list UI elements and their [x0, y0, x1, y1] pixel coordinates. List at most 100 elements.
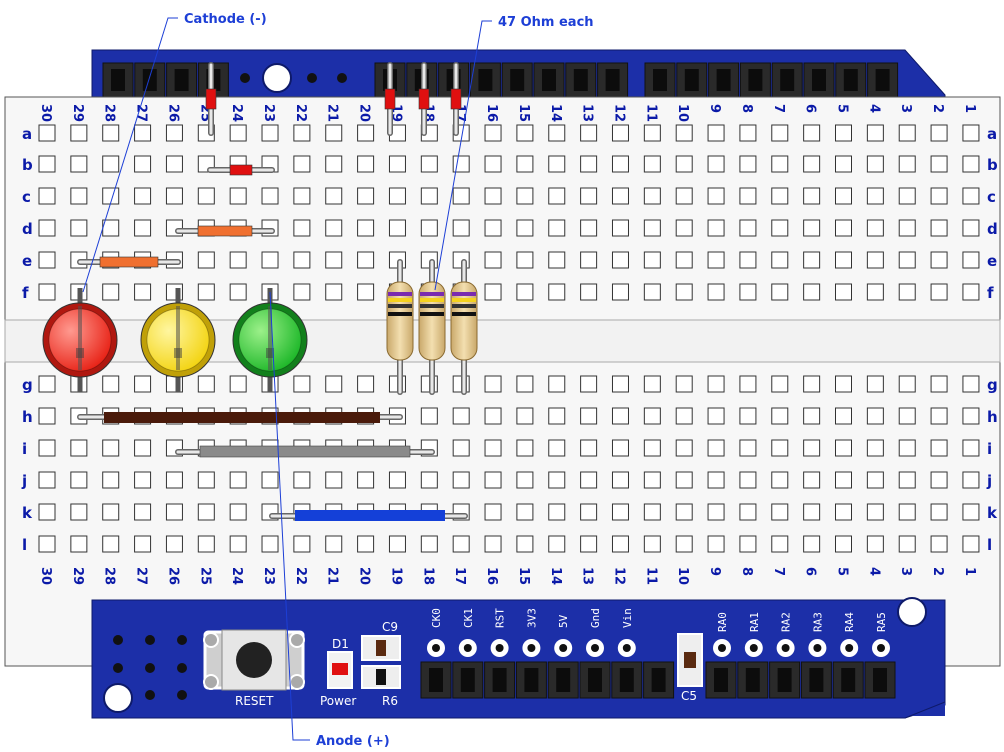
hole[interactable]: [739, 155, 757, 173]
hole[interactable]: [484, 407, 502, 425]
hole[interactable]: [134, 124, 152, 142]
hole[interactable]: [930, 219, 948, 237]
hole[interactable]: [675, 471, 693, 489]
hole[interactable]: [611, 187, 629, 205]
hole[interactable]: [325, 535, 343, 553]
hole[interactable]: [835, 283, 852, 301]
hole[interactable]: [739, 219, 757, 237]
hole[interactable]: [197, 251, 215, 269]
hole[interactable]: [643, 155, 661, 173]
hole[interactable]: [293, 471, 311, 489]
hole[interactable]: [962, 535, 980, 553]
hole[interactable]: [580, 187, 598, 205]
hole[interactable]: [484, 503, 502, 521]
hole[interactable]: [484, 219, 502, 237]
hole[interactable]: [38, 251, 56, 269]
hole[interactable]: [611, 535, 629, 553]
hole[interactable]: [866, 187, 884, 205]
hole[interactable]: [675, 251, 693, 269]
hole[interactable]: [516, 283, 534, 301]
hole[interactable]: [835, 375, 852, 393]
hole[interactable]: [548, 219, 566, 237]
hole[interactable]: [962, 375, 980, 393]
hole[interactable]: [325, 283, 343, 301]
hole[interactable]: [803, 219, 821, 237]
hole[interactable]: [803, 535, 821, 553]
hole[interactable]: [643, 251, 661, 269]
hole[interactable]: [962, 439, 980, 457]
hole[interactable]: [580, 439, 598, 457]
hole[interactable]: [707, 439, 725, 457]
hole[interactable]: [548, 283, 566, 301]
hole[interactable]: [484, 124, 502, 142]
hole[interactable]: [898, 155, 916, 173]
hole[interactable]: [197, 471, 215, 489]
hole[interactable]: [866, 155, 884, 173]
hole[interactable]: [134, 375, 152, 393]
hole[interactable]: [803, 471, 821, 489]
hole[interactable]: [675, 155, 693, 173]
hole[interactable]: [611, 503, 629, 521]
hole[interactable]: [866, 219, 884, 237]
hole[interactable]: [803, 155, 821, 173]
hole[interactable]: [229, 124, 247, 142]
hole[interactable]: [707, 155, 725, 173]
hole[interactable]: [675, 375, 693, 393]
hole[interactable]: [38, 407, 56, 425]
hole[interactable]: [452, 471, 470, 489]
hole[interactable]: [580, 503, 598, 521]
hole[interactable]: [866, 283, 884, 301]
hole[interactable]: [707, 124, 725, 142]
hole[interactable]: [898, 219, 916, 237]
hole[interactable]: [293, 535, 311, 553]
hole[interactable]: [388, 219, 406, 237]
hole[interactable]: [261, 471, 279, 489]
hole[interactable]: [835, 251, 852, 269]
hole[interactable]: [452, 155, 470, 173]
hole[interactable]: [739, 283, 757, 301]
hole[interactable]: [580, 124, 598, 142]
hole[interactable]: [580, 219, 598, 237]
hole[interactable]: [803, 439, 821, 457]
hole[interactable]: [643, 503, 661, 521]
hole[interactable]: [516, 155, 534, 173]
hole[interactable]: [930, 375, 948, 393]
hole[interactable]: [548, 251, 566, 269]
hole[interactable]: [548, 124, 566, 142]
hole[interactable]: [38, 503, 56, 521]
hole[interactable]: [516, 471, 534, 489]
hole[interactable]: [962, 407, 980, 425]
hole[interactable]: [293, 155, 311, 173]
hole[interactable]: [866, 439, 884, 457]
hole[interactable]: [803, 124, 821, 142]
hole[interactable]: [898, 283, 916, 301]
hole[interactable]: [611, 251, 629, 269]
hole[interactable]: [70, 503, 88, 521]
hole[interactable]: [165, 187, 183, 205]
hole[interactable]: [70, 439, 88, 457]
hole[interactable]: [835, 124, 852, 142]
hole[interactable]: [134, 219, 152, 237]
hole[interactable]: [102, 439, 120, 457]
hole[interactable]: [707, 251, 725, 269]
hole[interactable]: [707, 283, 725, 301]
hole[interactable]: [261, 535, 279, 553]
hole[interactable]: [357, 375, 375, 393]
hole[interactable]: [516, 407, 534, 425]
hole[interactable]: [134, 187, 152, 205]
hole[interactable]: [293, 187, 311, 205]
hole[interactable]: [707, 375, 725, 393]
hole[interactable]: [962, 155, 980, 173]
hole[interactable]: [930, 251, 948, 269]
hole[interactable]: [643, 407, 661, 425]
hole[interactable]: [229, 503, 247, 521]
hole[interactable]: [548, 471, 566, 489]
hole[interactable]: [707, 471, 725, 489]
hole[interactable]: [739, 535, 757, 553]
hole[interactable]: [484, 251, 502, 269]
hole[interactable]: [771, 251, 789, 269]
hole[interactable]: [771, 471, 789, 489]
hole[interactable]: [643, 439, 661, 457]
hole[interactable]: [516, 535, 534, 553]
hole[interactable]: [165, 503, 183, 521]
